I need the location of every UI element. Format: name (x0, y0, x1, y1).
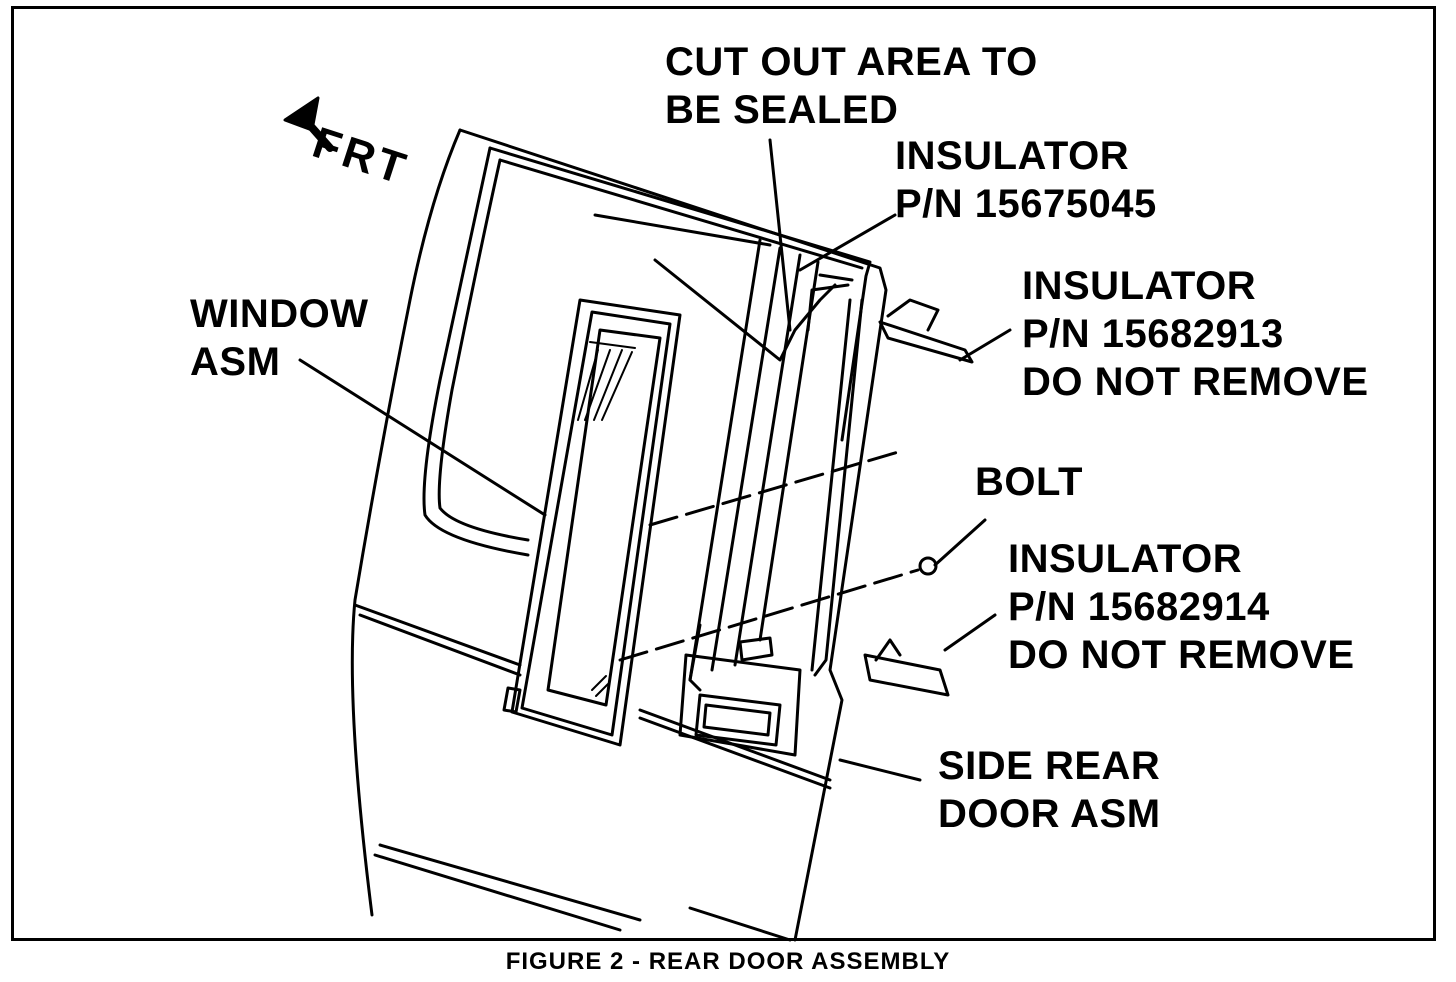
label-line: DOOR ASM (938, 792, 1161, 836)
label-line: CUT OUT AREA TO (665, 40, 1038, 84)
door-handle (694, 693, 782, 747)
figure-caption: FIGURE 2 - REAR DOOR ASSEMBLY (505, 948, 951, 975)
label-line: WINDOW (190, 292, 369, 336)
insulator-15682913-label: INSULATOR P/N 15682913 DO NOT REMOVE (1022, 262, 1369, 406)
label-line: SIDE REAR (938, 744, 1161, 788)
window-leader (298, 358, 547, 517)
cut-out-area-label: CUT OUT AREA TO BE SEALED (665, 38, 1038, 134)
window-assembly (510, 298, 682, 747)
label-line: INSULATOR (1008, 537, 1243, 581)
insulator-1-leader (798, 213, 897, 272)
label-line: P/N 15675045 (895, 182, 1157, 226)
insulator-3-leader (943, 613, 997, 652)
label-line: INSULATOR (1022, 264, 1257, 308)
door-outer-outline (458, 128, 888, 942)
insulator-15682914-label: INSULATOR P/N 15682914 DO NOT REMOVE (1008, 535, 1355, 679)
bolt-leader (933, 518, 987, 567)
label-line: P/N 15682914 (1008, 585, 1270, 629)
bolt-icon (918, 556, 938, 576)
insulator-15675045-label: INSULATOR P/N 15675045 (895, 132, 1157, 228)
label-line: P/N 15682913 (1022, 312, 1284, 356)
door-leader (838, 758, 922, 782)
bolt-label: BOLT (975, 458, 1083, 506)
insulator-lower-piece (863, 653, 950, 697)
label-line: BOLT (975, 460, 1083, 504)
window-asm-label: WINDOW ASM (190, 290, 369, 386)
side-rear-door-asm-label: SIDE REAR DOOR ASM (938, 742, 1161, 838)
door-window-frame (488, 146, 872, 442)
insulator-upper-piece (878, 320, 974, 364)
figure-frame (11, 6, 1436, 941)
label-line: DO NOT REMOVE (1022, 360, 1369, 404)
label-line: BE SEALED (665, 88, 899, 132)
cut-out-leader (768, 138, 792, 332)
label-line: INSULATOR (895, 134, 1130, 178)
label-line: ASM (190, 340, 281, 384)
label-line: DO NOT REMOVE (1008, 633, 1355, 677)
center-pillar (688, 238, 762, 692)
